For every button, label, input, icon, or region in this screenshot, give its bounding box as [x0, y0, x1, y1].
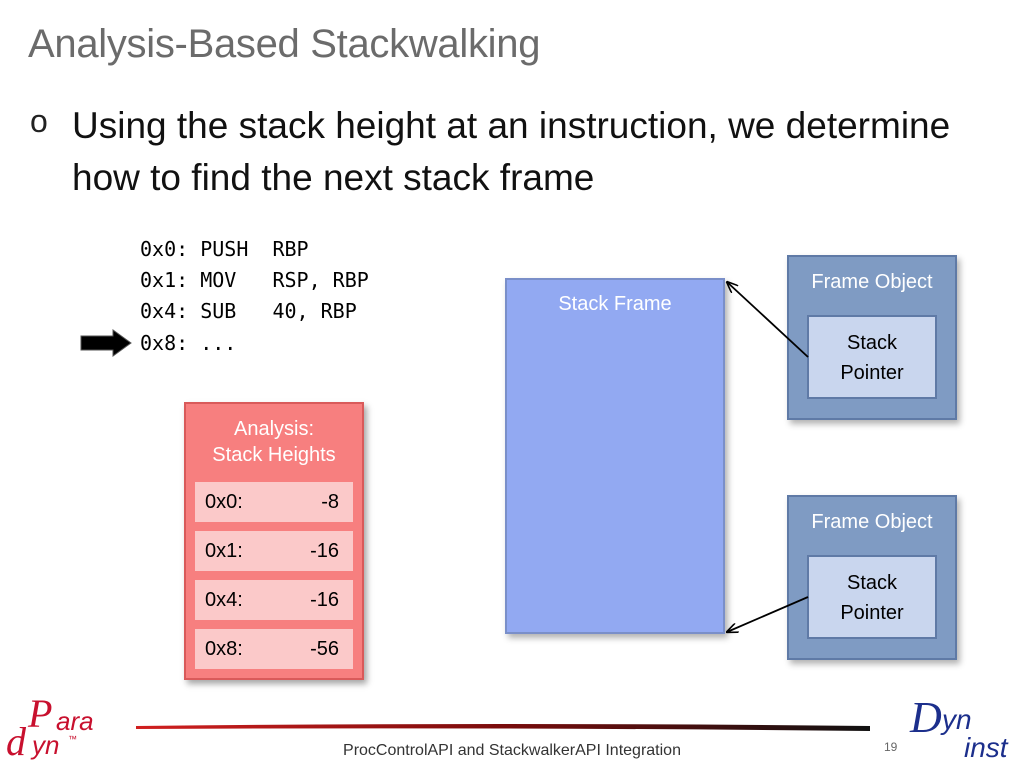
stack-height-value: -16 [310, 589, 339, 611]
stack-height-address: 0x1: [205, 540, 243, 562]
frame-object-bottom-label: Frame Object [811, 511, 933, 533]
analysis-title-line1: Analysis: [233, 418, 315, 440]
analysis-title-line2: Stack Heights [212, 444, 336, 466]
dyninst-logo-inst: inst [964, 732, 1008, 763]
dyninst-logo-yn: yn [942, 704, 972, 735]
code-line-0: 0x0: PUSH RBP [140, 237, 309, 261]
stack-frame-label: Stack Frame [558, 293, 672, 315]
stack-height-address: 0x0: [205, 491, 243, 513]
stack-height-value: -8 [321, 491, 339, 513]
stack-height-row: 0x8: -56 [195, 629, 353, 669]
code-line-3: 0x8: ... [140, 331, 237, 355]
stack-height-value: -16 [310, 540, 339, 562]
paradyn-logo-d: d [6, 719, 26, 764]
paradyn-logo-ara: ara [56, 706, 94, 736]
frame-object-top-label: Frame Object [811, 271, 933, 293]
code-line-1: 0x1: MOV RSP, RBP [140, 268, 369, 292]
bullet-marker: o [30, 103, 48, 139]
stack-height-address: 0x8: [205, 638, 243, 660]
paradyn-logo: P ara d yn ™ [6, 691, 106, 764]
footer-text: ProcControlAPI and StackwalkerAPI Integr… [343, 742, 681, 759]
stack-pointer-bottom: Stack Pointer [807, 555, 937, 639]
code-line-2: 0x4: SUB 40, RBP [140, 299, 357, 323]
analysis-title: Analysis: Stack Heights [184, 416, 364, 468]
stack-frame-box [505, 278, 725, 634]
dyninst-logo: D yn inst [908, 693, 1020, 766]
stack-height-value: -56 [310, 638, 339, 660]
page-number: 19 [884, 740, 898, 754]
stack-height-address: 0x4: [205, 589, 243, 611]
paradyn-logo-p: P [28, 691, 53, 736]
stack-pointer-top: Stack Pointer [807, 315, 937, 399]
stack-pointer-top-line2: Pointer [840, 362, 904, 384]
dyninst-logo-d: D [910, 693, 942, 742]
paradyn-logo-yn: yn [32, 730, 60, 760]
stack-height-row: 0x4: -16 [195, 580, 353, 620]
bullet-text: Using the stack height at an instruction… [72, 105, 951, 198]
stack-pointer-bottom-line1: Stack [846, 572, 898, 594]
stack-height-row: 0x0: -8 [195, 482, 353, 522]
paradyn-logo-tm: ™ [68, 734, 77, 744]
stack-pointer-bottom-line2: Pointer [840, 602, 904, 624]
slide-title: Analysis-Based Stackwalking [28, 22, 541, 66]
stack-pointer-top-line1: Stack [846, 332, 898, 354]
current-instruction-arrow-icon [80, 329, 132, 357]
stack-height-row: 0x1: -16 [195, 531, 353, 571]
